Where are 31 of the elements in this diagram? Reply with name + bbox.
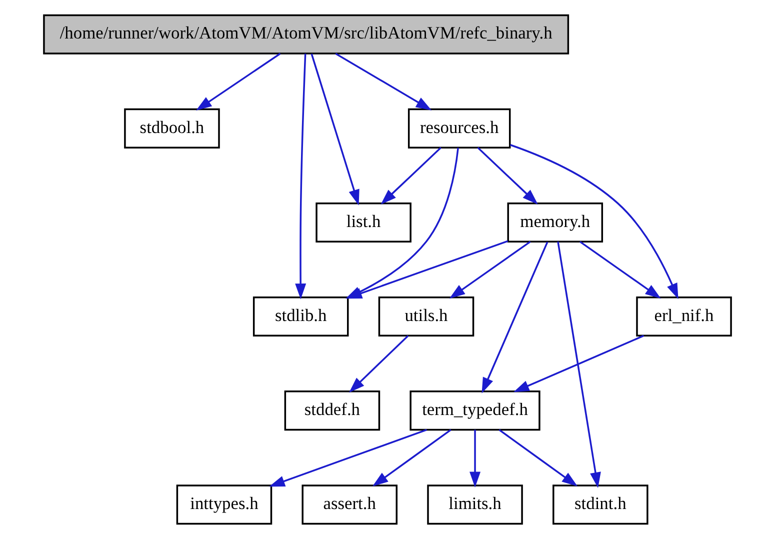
arrow	[295, 54, 306, 300]
arrow	[372, 429, 452, 486]
arrow	[269, 428, 427, 487]
node-box: /home/runner/work/AtomVM/AtomVM/src/libAtomVM/refc_binary.h	[43, 14, 570, 54]
node-box: term_typedef.h	[410, 390, 540, 431]
arrow	[310, 54, 360, 206]
arrow	[449, 240, 531, 299]
arrow	[196, 52, 281, 110]
node-box: stdint.h	[552, 484, 648, 525]
node-box: stdbool.h	[124, 108, 220, 148]
arrow	[380, 147, 442, 205]
arrow	[470, 430, 481, 488]
arrow	[477, 147, 538, 205]
arrow	[514, 334, 644, 392]
node-box: list.h	[316, 202, 412, 242]
arrow	[579, 240, 661, 299]
node-box: assert.h	[302, 484, 398, 525]
arrow	[498, 429, 578, 486]
node-box: inttypes.h	[176, 484, 272, 525]
node-box: memory.h	[507, 202, 604, 242]
node-box: limits.h	[427, 484, 523, 525]
arrow	[335, 52, 432, 110]
arrow	[349, 335, 409, 393]
node-box: utils.h	[378, 296, 474, 337]
node-box: stddef.h	[284, 390, 380, 431]
arrow	[557, 242, 601, 488]
arrow	[510, 144, 678, 300]
node-box: stdlib.h	[252, 296, 349, 337]
node-box: resources.h	[408, 108, 511, 148]
arrow	[482, 242, 548, 394]
node-box: erl_nif.h	[636, 296, 732, 337]
